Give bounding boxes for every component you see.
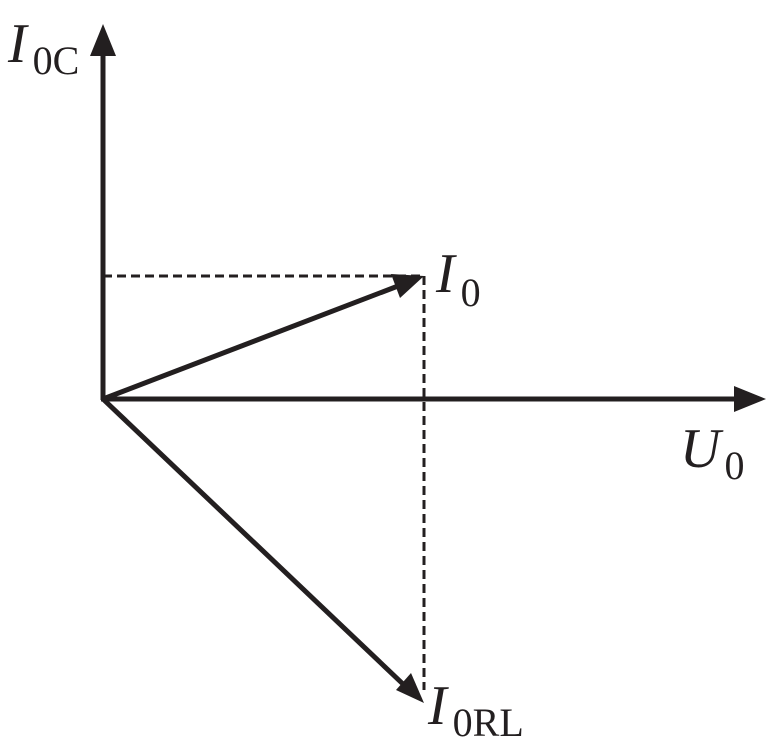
i0-arrowhead xyxy=(391,274,424,298)
i0rl-arrowhead xyxy=(396,673,424,703)
u0-axis xyxy=(101,386,766,412)
i0rl-phasor xyxy=(101,397,424,703)
projection-lines xyxy=(103,274,426,690)
u0-arrowhead xyxy=(734,386,766,412)
i0c-arrowhead xyxy=(90,24,116,56)
i0c-axis xyxy=(90,24,116,400)
i0-phasor xyxy=(102,274,424,402)
